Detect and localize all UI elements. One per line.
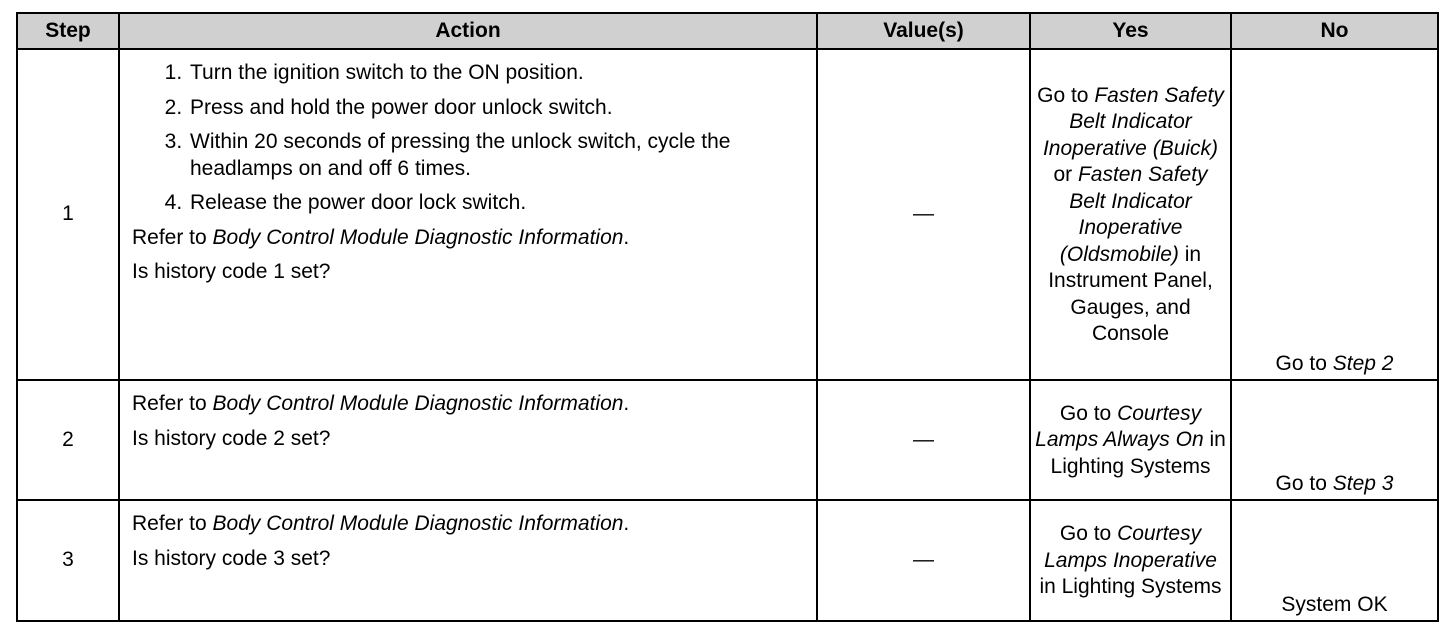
refer-suffix: . — [623, 512, 630, 535]
no-cell: Go to Step 2 — [1230, 48, 1439, 381]
header-values: Value(s) — [816, 12, 1031, 50]
yes-location: in Instrument Panel, Gauges, and Console — [1048, 242, 1213, 346]
refer-prefix: Refer to — [132, 225, 213, 249]
refer-suffix: . — [623, 225, 630, 249]
action-step: Press and hold the power door unlock swi… — [188, 95, 806, 122]
action-steps-list: Turn the ignition switch to the ON posit… — [132, 60, 806, 217]
yes-location: in Lighting Systems — [1039, 575, 1222, 599]
header-no: No — [1230, 12, 1439, 50]
question-text: Is history code 2 set? — [132, 426, 331, 450]
value-cell: — — [816, 48, 1031, 381]
yes-link[interactable]: Courtesy Lamps Inoperative — [1044, 522, 1217, 572]
action-cell: Refer to Body Control Module Diagnostic … — [118, 379, 818, 501]
action-step: Within 20 seconds of pressing the unlock… — [188, 129, 806, 182]
no-cell: Go to Step 3 — [1230, 379, 1439, 501]
no-step-link[interactable]: Step 2 — [1332, 351, 1394, 375]
yes-or: or — [1053, 163, 1078, 186]
no-go-to: Go to — [1275, 471, 1333, 495]
yes-cell: Go to Courtesy Lamps Inoperative in Ligh… — [1029, 499, 1232, 622]
action-step: Release the power door lock switch. — [188, 190, 806, 217]
no-step-link[interactable]: Step 3 — [1332, 471, 1394, 495]
no-go-to: Go to — [1275, 351, 1333, 375]
question-text: Is history code 1 set? — [132, 260, 331, 283]
yes-go-to: Go to — [1059, 401, 1118, 425]
yes-go-to: Go to — [1037, 83, 1095, 107]
yes-link[interactable]: Courtesy Lamps Always On — [1035, 401, 1204, 452]
diagnostic-table: Step Action Value(s) Yes No 1 Turn the i… — [16, 12, 1439, 622]
value-cell: — — [816, 379, 1031, 501]
refer-doc-link[interactable]: Body Control Module Diagnostic Informati… — [212, 225, 624, 249]
yes-link[interactable]: Fasten Safety Belt Indicator Inoperative… — [1042, 83, 1224, 160]
action-cell: Refer to Body Control Module Diagnostic … — [118, 499, 818, 622]
yes-link[interactable]: Fasten Safety Belt Indicator Inoperative… — [1059, 163, 1208, 266]
table-row: 1 Turn the ignition switch to the ON pos… — [16, 48, 1439, 381]
refer-prefix: Refer to — [132, 392, 213, 415]
question-text: Is history code 3 set? — [132, 546, 331, 570]
refer-suffix: . — [623, 392, 630, 415]
step-number: 2 — [16, 379, 120, 501]
refer-prefix: Refer to — [132, 512, 213, 535]
refer-line: Refer to Body Control Module Diagnostic … — [132, 511, 806, 538]
header-yes: Yes — [1029, 12, 1232, 50]
header-row: Step Action Value(s) Yes No — [16, 12, 1439, 50]
no-result-text: System OK — [1281, 592, 1388, 616]
yes-cell: Go to Fasten Safety Belt Indicator Inope… — [1029, 48, 1232, 381]
step-number: 1 — [16, 48, 120, 381]
table-row: 2 Refer to Body Control Module Diagnosti… — [16, 379, 1439, 501]
table-row: 3 Refer to Body Control Module Diagnosti… — [16, 499, 1439, 622]
header-action: Action — [118, 12, 818, 50]
refer-line: Refer to Body Control Module Diagnostic … — [132, 391, 806, 418]
header-step: Step — [16, 12, 120, 50]
yes-location: in Lighting Systems — [1050, 428, 1226, 478]
step-number: 3 — [16, 499, 120, 622]
yes-go-to: Go to — [1059, 522, 1118, 546]
yes-cell: Go to Courtesy Lamps Always On in Lighti… — [1029, 379, 1232, 501]
refer-line: Refer to Body Control Module Diagnostic … — [132, 225, 806, 252]
refer-doc-link[interactable]: Body Control Module Diagnostic Informati… — [212, 392, 624, 415]
no-cell: System OK — [1230, 499, 1439, 622]
refer-doc-link[interactable]: Body Control Module Diagnostic Informati… — [212, 512, 624, 535]
action-cell: Turn the ignition switch to the ON posit… — [118, 48, 818, 381]
value-cell: — — [816, 499, 1031, 622]
action-step: Turn the ignition switch to the ON posit… — [188, 60, 806, 87]
